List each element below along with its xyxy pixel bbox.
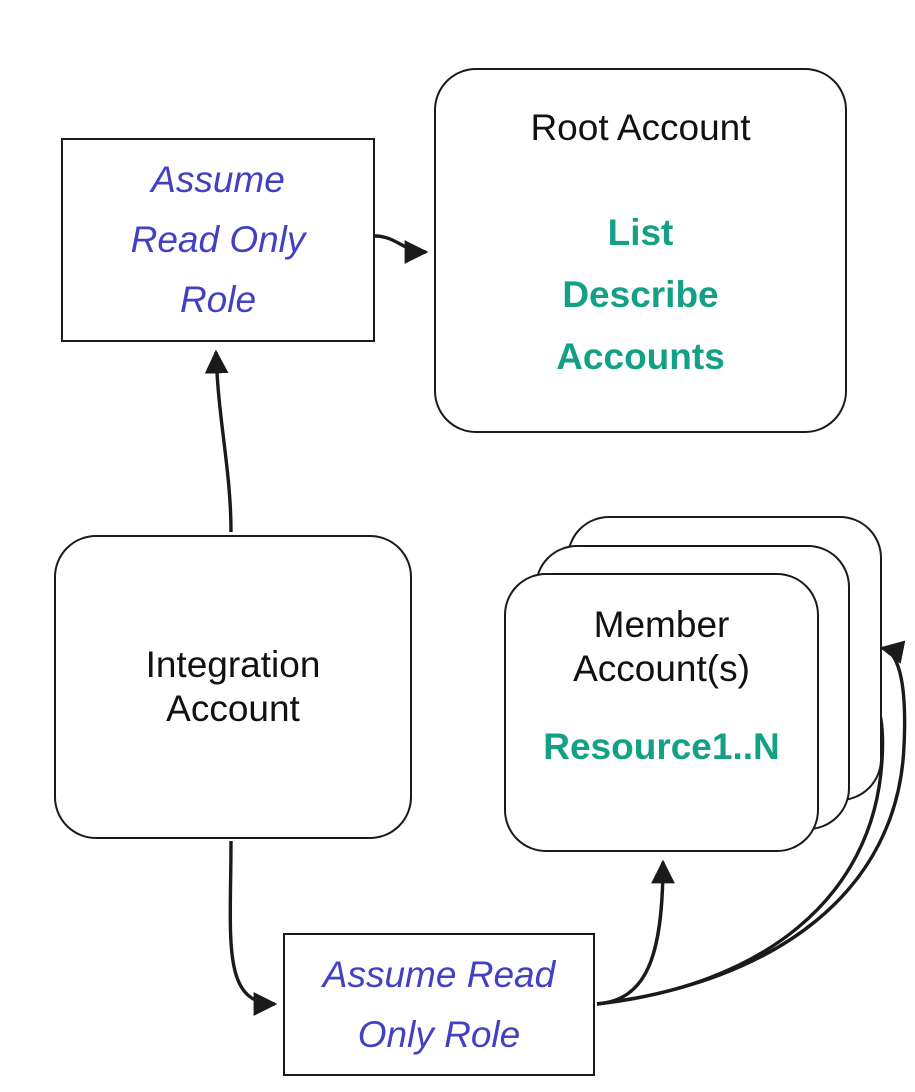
node-integration-account[interactable]: Integration Account [54,535,412,839]
assume-read-only-role-top-label: Assume Read Only Role [130,159,306,320]
assume-read-only-role-bottom-label: Assume Read Only Role [322,953,556,1055]
edge-assume-top-to-root [374,234,429,264]
node-root-account[interactable]: Root Account List Describe Accounts [434,68,847,433]
node-member-accounts[interactable]: Member Account(s) Resource1..N [504,573,819,852]
edge-integration-to-assume-top [204,349,233,533]
root-account-title: Root Account [530,107,751,148]
edge-assume-bottom-to-member-front [596,859,675,1006]
root-account-permissions: List Describe Accounts [556,211,725,377]
member-accounts-resources: Resource1..N [543,726,780,768]
integration-account-label: Integration Account [145,644,321,729]
node-assume-read-only-role-top[interactable]: Assume Read Only Role [61,138,375,342]
edge-integration-to-assume-bottom [228,840,278,1016]
node-assume-read-only-role-bottom[interactable]: Assume Read Only Role [283,933,595,1076]
member-accounts-title: Member Account(s) [573,604,750,689]
